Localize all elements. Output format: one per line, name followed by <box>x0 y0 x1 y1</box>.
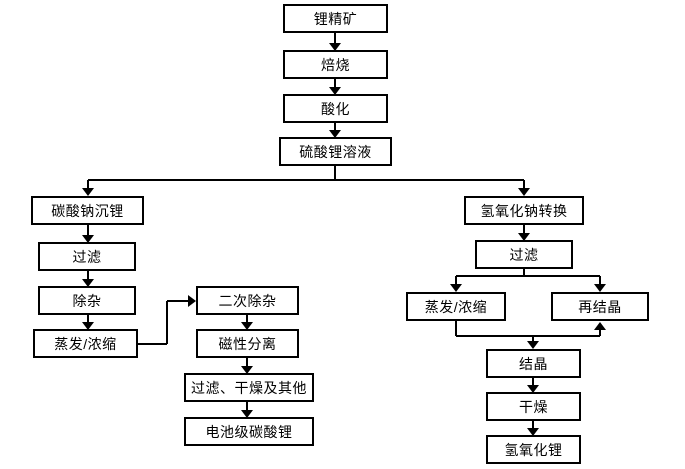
node-evaporation-concentration-left[interactable]: 蒸发/浓缩 <box>33 329 138 358</box>
edge-acidification-to-lithium-sulfate-solution <box>329 123 341 138</box>
edge-magnetic-separation-to-filter-dry <box>241 358 253 374</box>
node-filtration-right[interactable]: 过滤 <box>475 240 573 269</box>
edge-impurity-removal-to-evaporation <box>82 315 94 330</box>
node-filter-dry-and-others[interactable]: 过滤、干燥及其他 <box>184 373 314 402</box>
node-secondary-impurity-removal[interactable]: 二次除杂 <box>196 286 299 315</box>
node-battery-grade-lithium-carbonate[interactable]: 电池级碳酸锂 <box>184 417 314 446</box>
node-recrystallization[interactable]: 再结晶 <box>551 292 649 321</box>
edge-filtration-to-impurity-removal <box>82 271 94 287</box>
node-drying[interactable]: 干燥 <box>486 392 581 421</box>
node-acidification[interactable]: 酸化 <box>283 94 388 123</box>
node-lithium-sulfate-solution[interactable]: 硫酸锂溶液 <box>279 137 392 166</box>
edge-filter-dry-to-battery-grade-lithium-carbonate <box>241 402 253 418</box>
node-roasting[interactable]: 焙烧 <box>283 50 388 79</box>
node-sodium-carbonate-precipitation[interactable]: 碳酸钠沉锂 <box>31 196 144 225</box>
node-magnetic-separation[interactable]: 磁性分离 <box>196 329 299 358</box>
edge-precipitation-to-filtration <box>82 225 94 243</box>
edge-secondary-impurity-removal-to-magnetic-separation <box>241 315 253 330</box>
node-lithium-hydroxide[interactable]: 氢氧化锂 <box>486 435 581 464</box>
edge-naoh-conversion-to-filtration <box>518 225 530 241</box>
node-sodium-hydroxide-conversion[interactable]: 氢氧化钠转换 <box>464 196 584 225</box>
edge-filtration-split-bus <box>450 269 606 292</box>
edge-evaporation-to-secondary-impurity-removal <box>138 295 196 345</box>
node-impurity-removal[interactable]: 除杂 <box>38 286 136 315</box>
edge-evaporation-merge-bus <box>455 321 606 349</box>
edge-roasting-to-acidification <box>329 79 341 95</box>
node-evaporation-concentration-right[interactable]: 蒸发/浓缩 <box>406 292 506 321</box>
edge-solution-split-bus <box>82 166 530 196</box>
node-lithium-concentrate[interactable]: 锂精矿 <box>283 4 388 33</box>
node-filtration-left[interactable]: 过滤 <box>38 242 136 271</box>
edge-crystallization-to-drying <box>527 378 539 393</box>
edge-lithium-concentrate-to-roasting <box>329 33 341 51</box>
node-crystallization[interactable]: 结晶 <box>486 349 581 378</box>
edge-drying-to-lithium-hydroxide <box>527 421 539 436</box>
